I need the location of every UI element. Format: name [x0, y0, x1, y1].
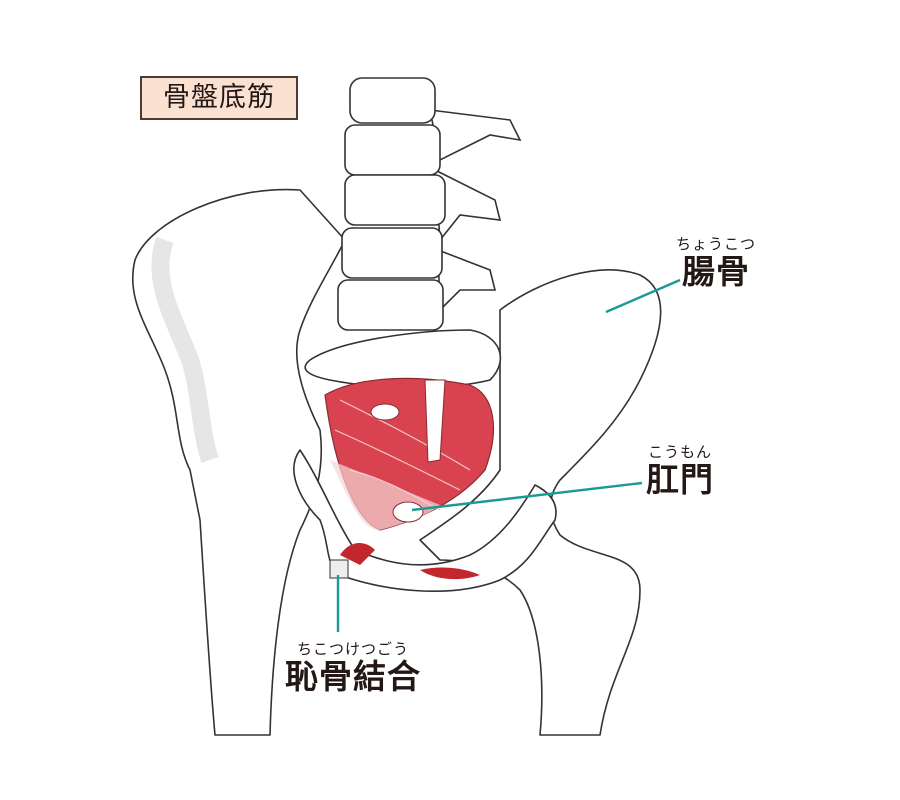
ilium-leader-line — [605, 278, 681, 314]
anus-label: こうもん 肛門 — [646, 443, 714, 499]
ilium-text: 腸骨 — [682, 252, 750, 291]
pubic-symphysis-ruby: ちこつけつごう — [296, 640, 409, 658]
ilium-ruby: ちょうこつ — [676, 235, 757, 253]
vertebra — [344, 174, 446, 226]
anus-leader-line — [411, 481, 643, 512]
anus-text: 肛門 — [646, 460, 714, 499]
pubic-symphysis-text: 恥骨結合 — [285, 657, 421, 696]
left-ilium — [131, 188, 346, 736]
diagram-title: 骨盤底筋 — [140, 76, 298, 120]
sacrum — [304, 329, 502, 389]
ilium-label: ちょうこつ 腸骨 — [676, 235, 756, 291]
vertebra — [349, 77, 436, 124]
anus-ruby: こうもん — [647, 443, 712, 461]
vertebra — [337, 279, 444, 331]
pelvic-floor-muscles — [324, 377, 495, 580]
anus-opening — [392, 501, 424, 523]
pubic-symphysis-label: ちこつけつごう 恥骨結合 — [285, 640, 421, 696]
